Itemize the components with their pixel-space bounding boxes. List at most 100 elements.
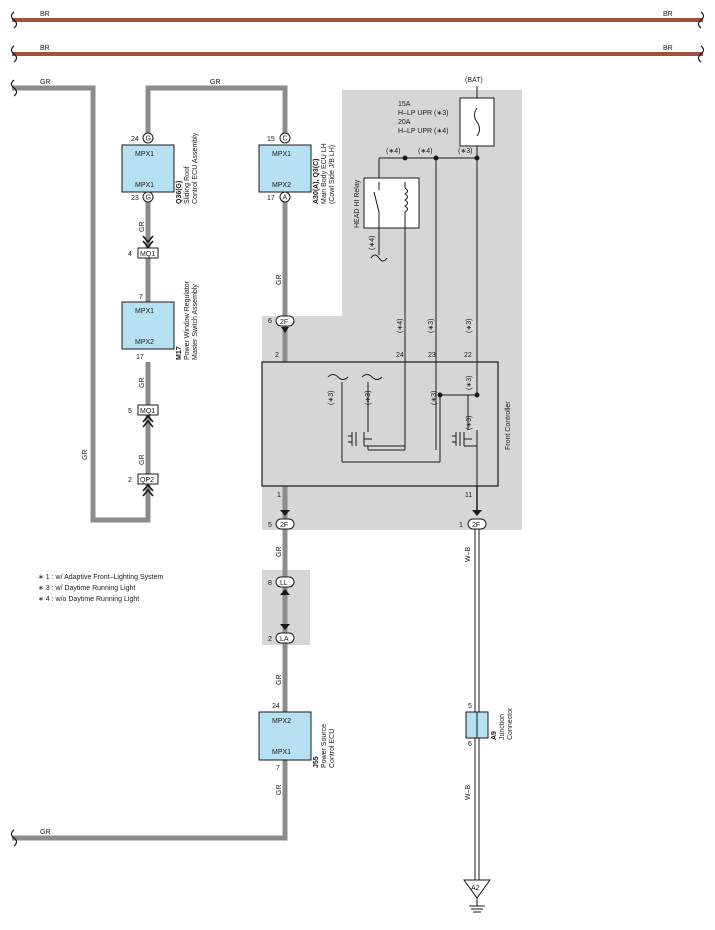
wire-break-mark bbox=[697, 11, 705, 29]
mark-s4: (∗4) bbox=[397, 319, 404, 333]
mark-s3: (∗3) bbox=[428, 319, 435, 333]
mark-s3: (∗3) bbox=[431, 391, 438, 405]
front-controller: 2 24 23 22 1 11 Front Controller bbox=[261, 352, 512, 499]
component-name: Sliding Roof bbox=[184, 166, 191, 204]
j55-power-source-ecu: 24 MPX2 MPX1 7 J55 Power Source Control … bbox=[258, 703, 336, 772]
internal-circuit bbox=[327, 362, 480, 486]
wire-label-br: BR bbox=[40, 45, 50, 52]
pin-number: 1 bbox=[277, 492, 281, 499]
component-code: J55 bbox=[313, 756, 320, 768]
pin-number: 24 bbox=[396, 352, 404, 359]
connector-c bbox=[279, 132, 291, 144]
pin-number: 2 bbox=[128, 477, 132, 484]
component-name: Connector bbox=[507, 707, 514, 740]
connector-2f-right: 1 2F bbox=[459, 486, 487, 530]
wire-label-gr: GR bbox=[139, 455, 146, 466]
pin-number: 24 bbox=[272, 703, 280, 710]
component-name: Main Body ECU LH bbox=[321, 143, 328, 204]
relay-box bbox=[363, 177, 420, 229]
wire-label-gr: GR bbox=[210, 79, 221, 86]
note: ∗ 3 : w/ Daytime Running Light bbox=[38, 585, 135, 592]
connector-ll: 8 LL bbox=[268, 576, 295, 595]
gr-labels: GR GR GR GR GR GR GR GR GR GR GR bbox=[40, 79, 283, 836]
connector-arrow bbox=[280, 624, 290, 630]
mpx-label: MPX1 bbox=[272, 749, 291, 756]
fuse-name: H–LP UPR (∗3) bbox=[398, 110, 448, 117]
a30-main-body-ecu: C 15 MPX1 MPX2 A 17 A30(A), Q3(C) Main B… bbox=[258, 132, 336, 204]
wire-label-br: BR bbox=[40, 11, 50, 18]
wire-label-gr: GR bbox=[40, 829, 51, 836]
wb-wire bbox=[474, 529, 480, 880]
component-code: A9 bbox=[491, 731, 498, 740]
pin-number: 4 bbox=[128, 251, 132, 258]
pin-number: 6 bbox=[268, 318, 272, 325]
m17-power-window-switch: 7 MPX1 MPX2 17 M17 Power Window Regulato… bbox=[121, 280, 199, 361]
ecu-box bbox=[121, 144, 175, 193]
connector-oval bbox=[275, 632, 295, 644]
pin-number: 22 bbox=[464, 352, 472, 359]
ground-triangle bbox=[463, 879, 491, 899]
pin-number: 11 bbox=[465, 492, 472, 499]
wire-break-mark bbox=[10, 11, 18, 29]
conn-letter: C bbox=[283, 136, 288, 143]
connector-name: LL bbox=[280, 580, 288, 587]
pin-number: 2 bbox=[275, 352, 279, 359]
component-code: A30(A), Q3(C) bbox=[313, 158, 320, 204]
pin-number: 15 bbox=[267, 136, 275, 143]
mpx-label: MPX1 bbox=[135, 182, 154, 189]
mq1-connector-a: MQ1 4 bbox=[128, 235, 159, 259]
bat-label: (BAT) bbox=[465, 77, 483, 84]
wire-break-mark bbox=[10, 829, 18, 847]
mark-s3: (∗3) bbox=[466, 376, 473, 390]
mq1-connector-b: MQ1 5 bbox=[128, 404, 159, 428]
qp2-connector: QP2 2 bbox=[128, 473, 159, 497]
connector-oval bbox=[275, 518, 295, 530]
connector-2f-top: 6 2F bbox=[268, 315, 295, 333]
component-name: Power Source bbox=[321, 724, 328, 768]
wire-label-gr: GR bbox=[40, 79, 51, 86]
component-name: Master Switch Assembly bbox=[192, 284, 199, 360]
mark-s4: (∗4) bbox=[418, 148, 432, 155]
component-name: (Cowl Side J/B LH) bbox=[329, 145, 336, 204]
connector-oval bbox=[275, 576, 295, 588]
connector-arrow bbox=[472, 510, 482, 516]
connector-arrow bbox=[280, 589, 290, 595]
ecu-box bbox=[258, 711, 312, 761]
fuse-amp: 15A bbox=[398, 101, 411, 108]
connector-arrow bbox=[280, 510, 290, 516]
mark-s3: (∗3) bbox=[458, 148, 472, 155]
connector-oval bbox=[275, 315, 295, 327]
pin-number: 2 bbox=[268, 636, 272, 643]
mark-s4: (∗4) bbox=[386, 148, 400, 155]
component-name: Control ECU bbox=[329, 729, 336, 768]
mpx-label: MPX2 bbox=[135, 339, 154, 346]
mpx-label: MPX1 bbox=[135, 308, 154, 315]
q36-sliding-roof-ecu: G 24 MPX1 MPX1 G 23 Q36(G) Sliding Roof … bbox=[121, 132, 199, 204]
fuse-labels: 15A H–LP UPR (∗3) 20A H–LP UPR (∗4) (∗4)… bbox=[354, 101, 473, 333]
mpx-label: MPX2 bbox=[272, 182, 291, 189]
connector-name: MQ1 bbox=[140, 408, 155, 415]
mpx-label: MPX1 bbox=[135, 151, 154, 158]
component-code: M17 bbox=[176, 346, 183, 360]
controller-box bbox=[261, 361, 499, 487]
junction-dot bbox=[474, 155, 480, 161]
notes: ∗ 1 : w/ Adaptive Front–Lighting System … bbox=[38, 574, 163, 603]
ground-label: A2 bbox=[471, 885, 480, 892]
wire-label-br: BR bbox=[663, 11, 673, 18]
mark-s3: (∗3) bbox=[328, 391, 335, 405]
a9-junction-connector: 5 6 A9 Junction Connector bbox=[465, 703, 514, 748]
fuse-name: H–LP UPR (∗4) bbox=[398, 128, 448, 135]
fuse-symbol bbox=[474, 107, 480, 137]
pin-number: 23 bbox=[131, 195, 139, 202]
gr-wire-q36-a30 bbox=[145, 85, 288, 138]
connector-name: QP2 bbox=[140, 477, 154, 484]
connector-chevron bbox=[142, 483, 154, 497]
wire-label-gr: GR bbox=[139, 222, 146, 233]
pin-number: 7 bbox=[139, 294, 143, 301]
note: ∗ 4 : w/o Daytime Running Light bbox=[38, 596, 139, 603]
fuse-amp: 20A bbox=[398, 119, 411, 126]
wire-label-gr: GR bbox=[276, 547, 283, 558]
br-wires: BR BR BR BR bbox=[10, 11, 705, 63]
wire-label-gr: GR bbox=[139, 378, 146, 389]
